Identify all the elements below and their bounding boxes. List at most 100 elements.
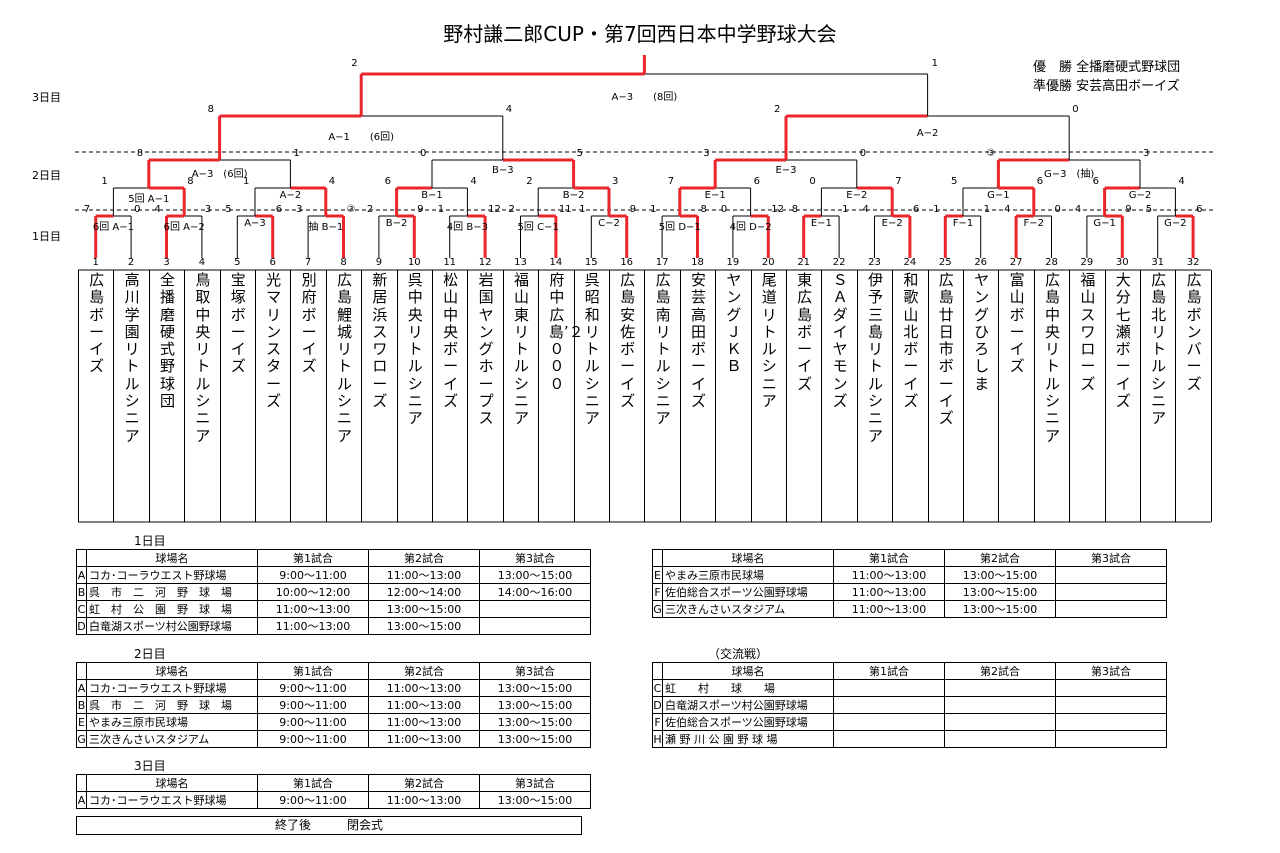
game-label: 6回 A−2 — [163, 222, 205, 233]
time-slot: 11:00〜13:00 — [833, 600, 945, 618]
team-number: 22 — [832, 257, 846, 268]
match-score: 7 — [667, 176, 675, 187]
venue-name: コカ･コーラウエスト野球場 — [86, 679, 258, 697]
table-header-row: 球場名第1試合第2試合第3試合 — [76, 662, 591, 680]
match-score: 2 — [366, 204, 374, 215]
team-name: 広島廿日市ボーイズ — [938, 271, 954, 428]
team-cell: 広島中央リトルシニア — [1033, 270, 1070, 522]
table-header-cell: 第1試合 — [257, 774, 369, 792]
match-score: 12 — [771, 204, 785, 215]
champion-name: 全播磨硬式野球団 — [1076, 60, 1181, 75]
team-name: 宝塚ボーイズ — [230, 271, 246, 376]
time-slot: 13:00〜15:00 — [479, 679, 591, 697]
team-cell: 大分七瀬ボーイズ — [1104, 270, 1141, 522]
venue-name: 白竜湖スポーツ村公園野球場 — [86, 617, 258, 635]
team-cell: 光マリンスターズ — [255, 270, 291, 522]
day2-label: 2日目 — [32, 169, 61, 182]
match-score: 0 — [420, 148, 427, 159]
game-label: E−3 — [775, 165, 797, 176]
venue-name: やまみ三原市民球場 — [662, 566, 834, 584]
time-slot — [944, 713, 1056, 731]
team-cell: 松山中央ボーイズ — [432, 270, 468, 522]
team-name: 岩国ヤングホープス — [478, 271, 494, 428]
match-score: 12 — [488, 204, 501, 215]
time-slot: 9:00〜11:00 — [257, 696, 369, 714]
table-header-cell: 球場名 — [662, 549, 834, 567]
champion-row: 優 勝 全播磨硬式野球団 — [1033, 56, 1180, 75]
match-score: 8 — [791, 204, 799, 215]
match-score: 1 — [437, 204, 445, 215]
time-slot: 13:00〜15:00 — [479, 566, 591, 584]
match-score: 1 — [933, 204, 940, 215]
team-name: 広島ボンバーズ — [1186, 271, 1202, 393]
venue-code: E — [652, 566, 663, 584]
exchange-heading: （交流戦） — [708, 647, 769, 661]
team-name: 広島北リトルシニア — [1151, 271, 1167, 428]
team-cell: ＳＡダイヤモンズ — [821, 270, 857, 522]
match-score: 1 — [983, 204, 991, 215]
time-slot: 11:00〜13:00 — [368, 566, 480, 584]
team-number: 9 — [375, 257, 383, 268]
page-title: 野村謙二郎CUP・第7回西日本中学野球大会 — [443, 22, 837, 46]
match-score: 8 — [136, 148, 144, 159]
table-header-cell: 第1試合 — [833, 549, 945, 567]
team-number: 25 — [938, 257, 952, 268]
team-name: 富山ボーイズ — [1009, 271, 1025, 376]
team-name: 伊予三島リトルシニア — [867, 271, 883, 445]
team-number: 14 — [549, 257, 563, 268]
team-grid-edge — [1210, 270, 1212, 522]
venue-name: 三次きんさいスタジアム — [662, 600, 834, 618]
table-header-cell: 第3試合 — [479, 662, 591, 680]
match-score: 1 — [579, 204, 586, 215]
time-slot — [1055, 583, 1167, 601]
match-score: 9 — [1125, 204, 1132, 215]
game-label: G−2 — [1164, 218, 1187, 229]
match-score: 5 — [951, 176, 958, 187]
table-header-cell — [652, 662, 663, 680]
time-slot: 13:00〜15:00 — [479, 713, 591, 731]
team-name: 光マリンスターズ — [266, 271, 282, 411]
runnerup-label: 準優勝 — [1033, 79, 1073, 94]
match-score: 6 — [1036, 176, 1044, 187]
team-number: 5 — [234, 257, 241, 268]
time-slot — [833, 696, 945, 714]
time-slot — [944, 696, 1056, 714]
match-score: 4 — [470, 176, 477, 187]
match-score: 4 — [1178, 176, 1185, 187]
team-cell: 高川学園リトルシニア — [113, 270, 149, 522]
team-cell: 尾道リトルシニア — [750, 270, 787, 522]
team-cell: 富山ボーイズ — [998, 270, 1034, 522]
match-score: 7 — [895, 176, 902, 187]
time-slot: 9:00〜11:00 — [257, 791, 369, 809]
venue-name: コカ･コーラウエスト野球場 — [86, 566, 258, 584]
team-cell: ヤングＪＫＢ — [715, 270, 751, 522]
match-score: 6 — [753, 176, 760, 187]
time-slot — [944, 679, 1056, 697]
venue-name: やまみ三原市民球場 — [86, 713, 258, 731]
team-name: 新居浜スワローズ — [372, 271, 388, 411]
game-label: 5回 C−1 — [517, 222, 559, 233]
game-label: A−1 (6回) — [328, 132, 395, 143]
table-header-cell: 第2試合 — [368, 662, 480, 680]
table-header-row: 球場名第1試合第2試合第3試合 — [76, 549, 591, 567]
time-slot: 11:00〜13:00 — [257, 600, 369, 618]
game-label: B−2 — [385, 218, 408, 229]
table-header-cell: 球場名 — [662, 662, 834, 680]
table-header-cell — [76, 549, 87, 567]
match-score: 11 — [558, 204, 572, 215]
team-cell: 和歌山北ボーイズ — [892, 270, 928, 522]
game-label: A−2 — [916, 128, 939, 139]
team-name: 尾道リトルシニア — [761, 271, 777, 411]
team-cell: 東広島ボーイズ — [786, 270, 822, 522]
team-name: 東広島ボーイズ — [797, 271, 813, 393]
team-cell: 岩国ヤングホープス — [467, 270, 503, 522]
team-cell: 全播磨硬式野球団 — [148, 270, 185, 522]
table-header-row: 球場名第1試合第2試合第3試合 — [76, 774, 591, 792]
